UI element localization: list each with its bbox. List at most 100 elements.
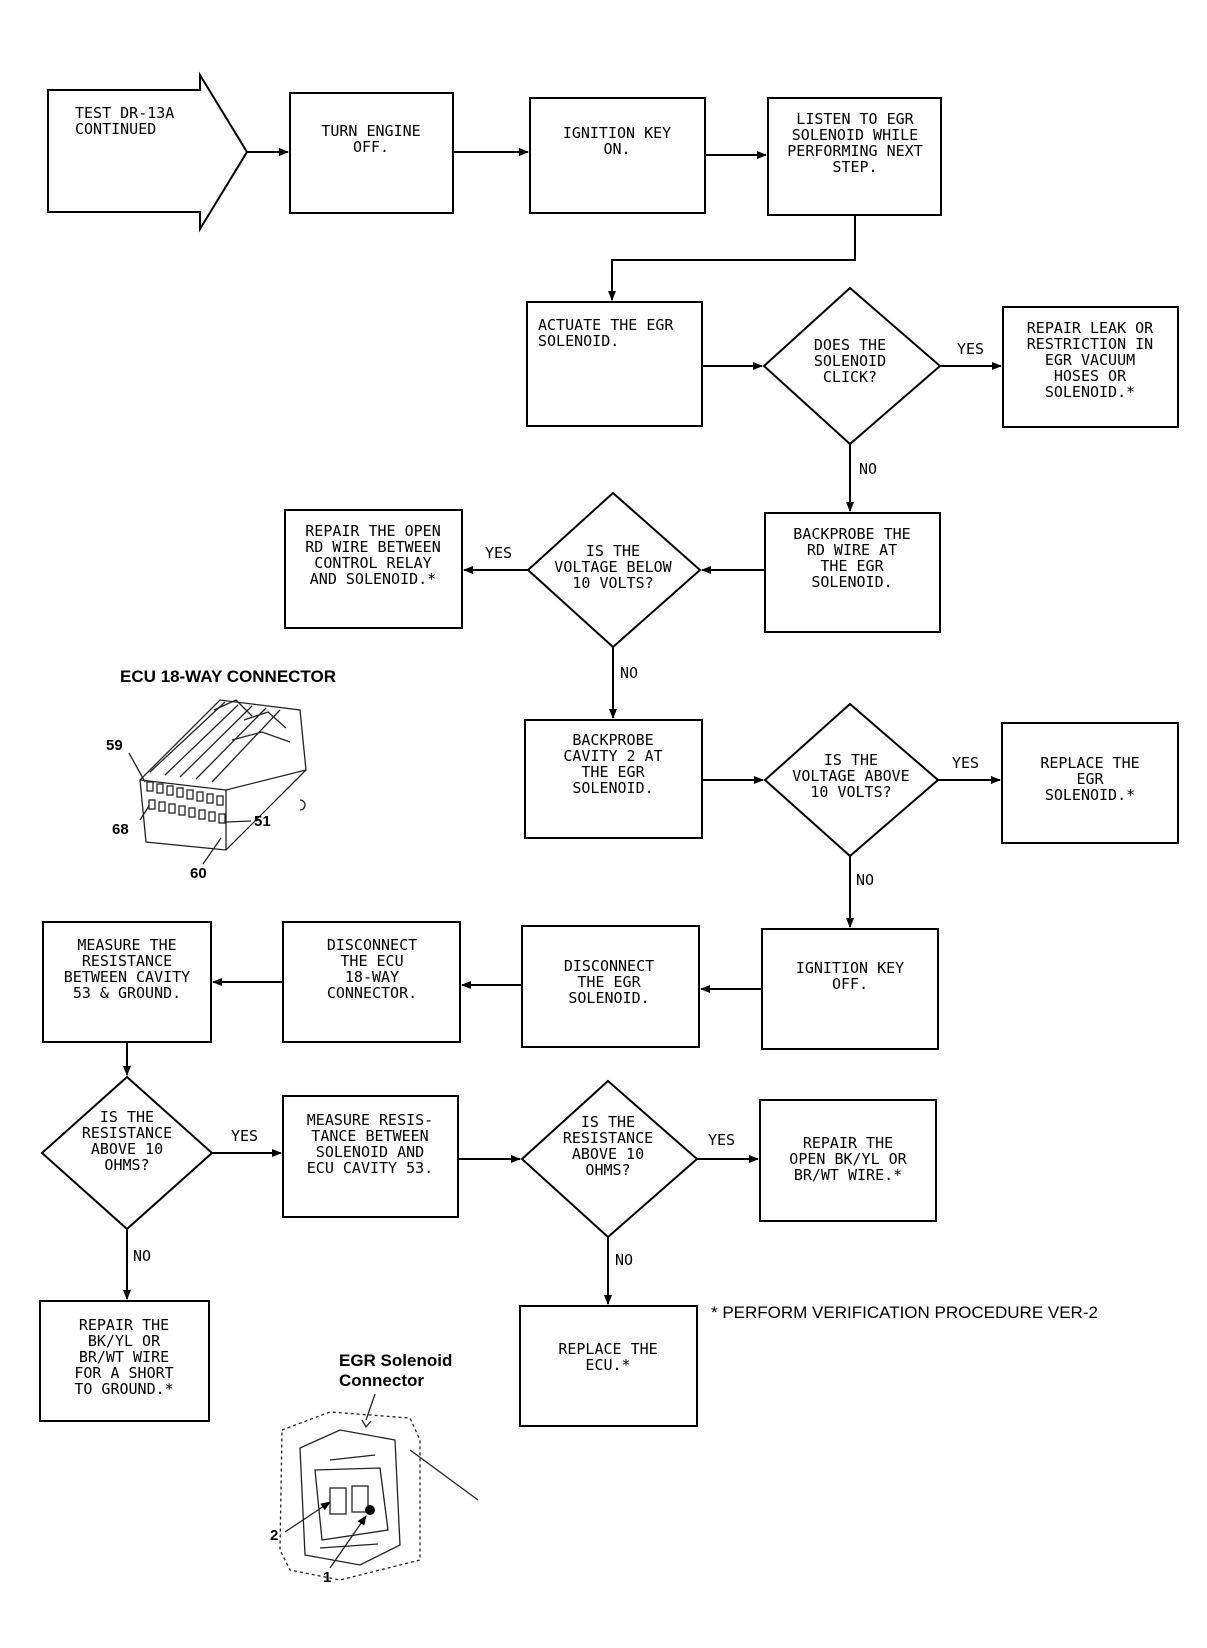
node-line: THE EGR — [581, 763, 645, 781]
box-actuate — [526, 301, 703, 427]
label-above-no: NO — [856, 871, 874, 889]
start-arrow-shape — [47, 71, 249, 233]
node-line: SOLENOID. — [568, 989, 649, 1007]
egr-pin-1: 1 — [323, 1569, 331, 1586]
node-line: HOSES OR — [1054, 367, 1127, 385]
node-line: 10 VOLTS? — [572, 574, 653, 592]
node-line: EGR — [1076, 770, 1104, 788]
node-line: CONTINUED — [75, 120, 156, 138]
node-line: DOES THE — [814, 336, 886, 354]
node-line: RESTRICTION IN — [1027, 335, 1153, 353]
egr-pin-2: 2 — [270, 1527, 278, 1544]
node-line: SOLENOID. — [572, 779, 653, 797]
node-line: THE ECU — [340, 952, 403, 970]
node-line: RD WIRE BETWEEN — [305, 538, 440, 556]
node-line: REPAIR THE — [803, 1134, 893, 1152]
node-line: SOLENOID AND — [316, 1143, 424, 1161]
node-line: BACKPROBE THE — [793, 525, 910, 543]
node-line: IS THE — [100, 1108, 154, 1126]
box-backprobe-cav2 — [524, 719, 703, 839]
box-repair-leak — [1002, 306, 1179, 428]
node-line: IGNITION KEY — [563, 124, 671, 142]
box-disconnect-egr — [521, 925, 700, 1048]
box-turn-engine-off — [289, 92, 454, 214]
footnote-verification: * PERFORM VERIFICATION PROCEDURE VER-2 — [711, 1303, 1098, 1322]
node-line: IS THE — [824, 751, 878, 769]
node-line: REPAIR THE — [79, 1316, 169, 1334]
node-line: REPAIR LEAK OR — [1027, 319, 1154, 337]
node-line: OHMS? — [104, 1156, 149, 1174]
node-line: 10 VOLTS? — [810, 783, 891, 801]
node-line: ECU.* — [585, 1356, 630, 1374]
node-line: CONTROL RELAY — [314, 554, 431, 572]
node-line: THE EGR — [577, 973, 641, 991]
ecu-pin-row — [146, 781, 226, 824]
node-line: SOLENOID WHILE — [792, 126, 918, 144]
label-res2-yes: YES — [708, 1131, 735, 1149]
node-line: TEST DR-13A — [75, 104, 174, 122]
node-line: CLICK? — [823, 368, 877, 386]
box-ignition-key-on — [529, 97, 706, 214]
node-line: VOLTAGE ABOVE — [792, 767, 909, 785]
node-line: SOLENOID. — [811, 573, 892, 591]
label-click-yes: YES — [957, 340, 984, 358]
node-line: IGNITION KEY — [796, 959, 904, 977]
node-line: THE EGR — [820, 557, 884, 575]
node-line: REPLACE THE — [1040, 754, 1139, 772]
node-line: SOLENOID.* — [1045, 383, 1135, 401]
box-replace-ecu — [519, 1305, 698, 1427]
ecu-pin-68: 68 — [112, 821, 129, 838]
node-line: REPLACE THE — [558, 1340, 657, 1358]
ecu-pin-51: 51 — [254, 813, 271, 830]
node-line: ON. — [603, 140, 630, 158]
node-line: OPEN BK/YL OR — [789, 1150, 907, 1168]
node-line: ABOVE 10 — [572, 1145, 644, 1163]
node-line: IS THE — [586, 542, 640, 560]
node-line: BETWEEN CAVITY — [64, 968, 190, 986]
node-line: OFF. — [832, 975, 868, 993]
node-line: MEASURE RESIS- — [307, 1111, 433, 1129]
box-repair-open — [759, 1099, 937, 1222]
node-line: OHMS? — [585, 1161, 630, 1179]
egr-connector-title-1: EGR Solenoid — [339, 1351, 452, 1370]
box-measure-sol — [282, 1095, 459, 1218]
node-line: RESISTANCE — [82, 952, 172, 970]
node-line: REPAIR THE OPEN — [305, 522, 440, 540]
node-line: BR/WT WIRE.* — [794, 1166, 902, 1184]
ecu-connector-illustration: ECU 18-WAY CONNECTOR 59 68 51 60 — [106, 667, 336, 882]
box-repair-short — [39, 1300, 210, 1422]
node-line: PERFORMING NEXT — [787, 142, 922, 160]
node-line: BR/WT WIRE — [79, 1348, 169, 1366]
node-line: EGR VACUUM — [1045, 351, 1135, 369]
node-line: RESISTANCE — [82, 1124, 172, 1142]
label-res1-yes: YES — [231, 1127, 258, 1145]
connector-lines — [123, 148, 1002, 1305]
node-line: OFF. — [353, 138, 389, 156]
node-line: DISCONNECT — [327, 936, 417, 954]
node-line: SOLENOID. — [538, 332, 619, 350]
node-line: MEASURE THE — [77, 936, 176, 954]
label-below-yes: YES — [485, 544, 512, 562]
node-line: DISCONNECT — [564, 957, 654, 975]
node-line: AND SOLENOID.* — [310, 570, 436, 588]
label-click-no: NO — [859, 460, 877, 478]
node-line: SOLENOID — [814, 352, 886, 370]
